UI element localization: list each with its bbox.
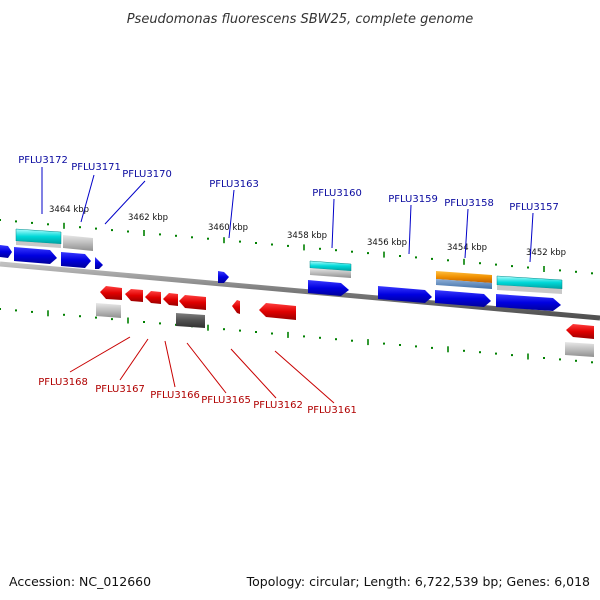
gene-label[interactable]: PFLU3161	[307, 405, 357, 416]
forward-gene-arrow[interactable]	[0, 245, 12, 258]
misc-feature[interactable]	[16, 241, 61, 248]
reverse-gene-arrow[interactable]	[259, 303, 296, 320]
reverse-genes	[100, 286, 594, 339]
reverse-gene-arrow[interactable]	[100, 286, 122, 300]
misc-feature[interactable]	[497, 285, 562, 294]
scale-label: 3464 kbp	[49, 205, 89, 215]
forward-gene-arrow[interactable]	[496, 294, 561, 311]
upper-gene-labels: PFLU3172 PFLU3171 PFLU3170 PFLU3163 PFLU…	[18, 155, 559, 213]
genome-backbone	[0, 261, 600, 321]
scale-labels: 3464 kbp 3462 kbp 3460 kbp 3458 kbp 3456…	[49, 205, 566, 258]
scale-label: 3462 kbp	[128, 213, 168, 223]
map-title: Pseudomonas fluorescens SBW25, complete …	[127, 12, 474, 27]
lower-misc-features	[96, 303, 594, 357]
gene-label[interactable]: PFLU3168	[38, 377, 88, 388]
gene-label[interactable]: PFLU3163	[209, 179, 259, 190]
scale-label: 3460 kbp	[208, 223, 248, 233]
dark-feature[interactable]	[176, 313, 205, 328]
gene-label[interactable]: PFLU3159	[388, 194, 438, 205]
lower-leader-lines	[69, 336, 335, 404]
misc-feature[interactable]	[310, 268, 351, 278]
forward-gene-arrow[interactable]	[61, 252, 91, 268]
upper-leader-lines	[41, 167, 534, 263]
gene-label[interactable]: PFLU3160	[312, 188, 362, 199]
gene-label[interactable]: PFLU3157	[509, 202, 559, 213]
misc-feature[interactable]	[565, 342, 594, 357]
scale-label: 3452 kbp	[526, 248, 566, 258]
gene-label[interactable]: PFLU3172	[18, 155, 68, 166]
reverse-gene-arrow[interactable]	[179, 295, 206, 310]
accession-text: Accession: NC_012660	[9, 574, 151, 589]
forward-gene-arrow[interactable]	[435, 290, 491, 307]
scale-track-upper	[0, 219, 593, 275]
gene-label[interactable]: PFLU3166	[150, 390, 200, 401]
gene-label[interactable]: PFLU3162	[253, 400, 303, 411]
forward-gene-arrow[interactable]	[218, 271, 229, 283]
scale-label: 3456 kbp	[367, 238, 407, 248]
reverse-gene-arrow[interactable]	[232, 300, 240, 314]
forward-gene-arrow[interactable]	[14, 247, 57, 264]
reverse-gene-arrow[interactable]	[566, 324, 594, 339]
reverse-gene-arrow[interactable]	[125, 289, 143, 302]
forward-gene-arrow[interactable]	[378, 286, 432, 303]
reverse-gene-arrow[interactable]	[145, 291, 161, 304]
misc-feature[interactable]	[436, 279, 492, 289]
scale-label: 3458 kbp	[287, 231, 327, 241]
lower-gene-labels: PFLU3168 PFLU3167 PFLU3166 PFLU3165 PFLU…	[38, 377, 357, 416]
gene-label[interactable]: PFLU3170	[122, 169, 172, 180]
gene-label[interactable]: PFLU3171	[71, 162, 121, 173]
gene-label[interactable]: PFLU3165	[201, 395, 251, 406]
reverse-gene-arrow[interactable]	[163, 293, 178, 306]
forward-gene-arrow[interactable]	[308, 280, 349, 296]
gene-label[interactable]: PFLU3167	[95, 384, 145, 395]
forward-gene-arrow[interactable]	[95, 257, 103, 269]
scale-track-lower	[0, 308, 593, 364]
scale-label: 3454 kbp	[447, 243, 487, 253]
upper-misc-features	[15, 228, 563, 294]
forward-genes	[0, 245, 561, 311]
genome-summary-text: Topology: circular; Length: 6,722,539 bp…	[246, 574, 590, 589]
gene-label[interactable]: PFLU3158	[444, 198, 494, 209]
misc-feature[interactable]	[96, 303, 121, 318]
misc-feature[interactable]	[63, 235, 93, 251]
